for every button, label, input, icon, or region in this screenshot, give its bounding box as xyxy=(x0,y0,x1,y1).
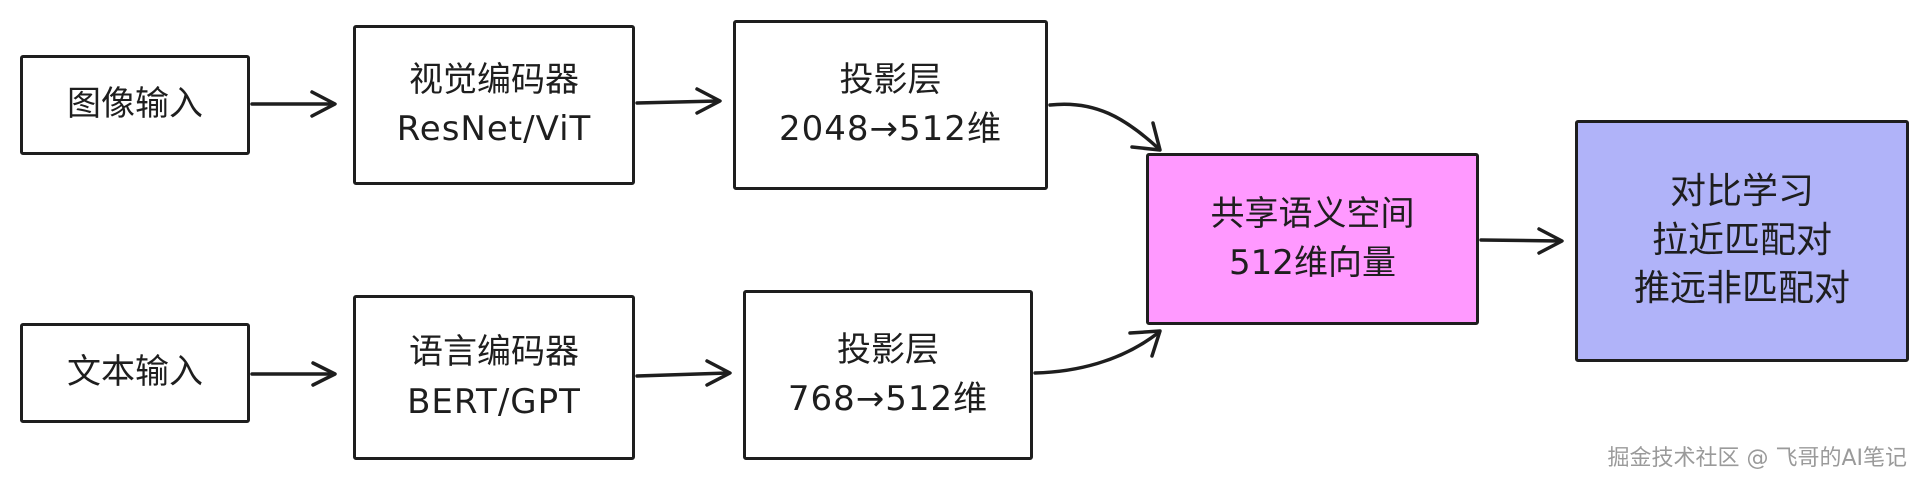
image-projection-node: 投影层 2048→512维 xyxy=(733,20,1048,190)
language-encoder-title: 语言编码器 xyxy=(409,332,579,373)
visual-encoder-node: 视觉编码器 ResNet/ViT xyxy=(353,25,635,185)
visual-encoder-model: ResNet/ViT xyxy=(396,109,592,149)
language-encoder-model: BERT/GPT xyxy=(407,381,581,422)
arrow-shared-space-to-contrastive xyxy=(1479,227,1564,255)
language-encoder-node: 语言编码器 BERT/GPT xyxy=(353,295,635,460)
arrow-language-encoder-to-projection xyxy=(635,359,732,387)
image-projection-dims: 2048→512维 xyxy=(779,109,1002,149)
contrastive-pull: 拉近匹配对 xyxy=(1651,219,1832,261)
watermark-text: 掘金技术社区 @ 飞哥的AI笔记 xyxy=(1607,446,1907,471)
contrastive-push: 推远非匹配对 xyxy=(1633,268,1850,310)
text-input-node: 文本输入 xyxy=(20,323,250,423)
text-projection-title: 投影层 xyxy=(837,329,939,370)
arrow-text-to-language-encoder xyxy=(250,361,337,387)
image-input-node: 图像输入 xyxy=(20,55,250,155)
arrow-text-projection-to-shared-space xyxy=(1033,329,1162,375)
shared-space-dims: 512维向量 xyxy=(1229,243,1396,283)
arrow-image-to-visual-encoder xyxy=(250,90,337,118)
arrow-image-projection-to-shared-space xyxy=(1048,102,1162,152)
text-input-label: 文本输入 xyxy=(67,352,203,393)
contrastive-title: 对比学习 xyxy=(1669,171,1814,213)
contrastive-learning-node: 对比学习 拉近匹配对 推远非匹配对 xyxy=(1575,120,1909,362)
arrow-visual-encoder-to-projection xyxy=(635,87,722,115)
text-projection-node: 投影层 768→512维 xyxy=(743,290,1033,460)
visual-encoder-title: 视觉编码器 xyxy=(409,59,579,100)
image-projection-title: 投影层 xyxy=(839,59,942,100)
shared-space-title: 共享语义空间 xyxy=(1210,193,1415,234)
text-projection-dims: 768→512维 xyxy=(787,379,989,419)
shared-semantic-space-node: 共享语义空间 512维向量 xyxy=(1146,153,1479,325)
image-input-label: 图像输入 xyxy=(67,84,203,125)
